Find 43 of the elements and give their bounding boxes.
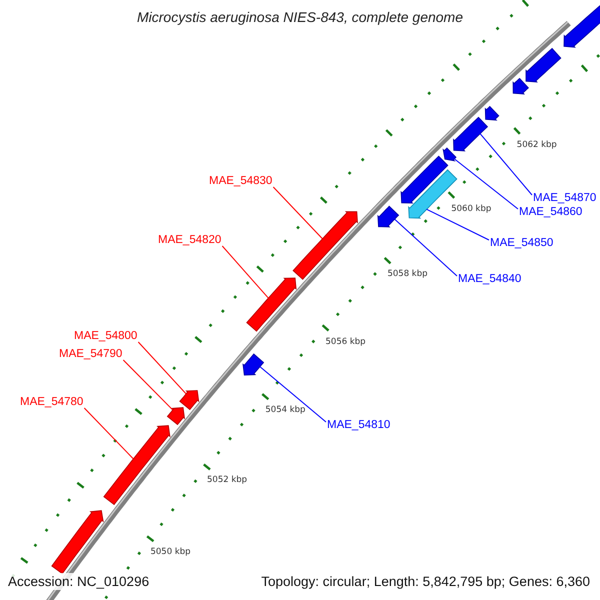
scale-label: 5054 kbp — [265, 405, 306, 416]
gene-feature — [242, 353, 264, 376]
gene-label: MAE_54800 — [74, 330, 138, 343]
gene-feature — [453, 116, 488, 152]
leader-line — [84, 408, 134, 460]
gene-label: MAE_54820 — [158, 234, 222, 247]
leader-line — [260, 366, 326, 422]
gene-label: MAE_54850 — [490, 237, 554, 250]
accession-text: Accession: NC_010296 — [6, 573, 152, 590]
gene-label: MAE_54810 — [327, 419, 390, 432]
leader-line — [122, 360, 174, 410]
scale-label: 5056 kbp — [326, 336, 366, 347]
gene-feature — [292, 211, 358, 280]
gene-feature — [166, 407, 186, 426]
gene-feature — [442, 147, 457, 162]
gene-feature — [179, 390, 200, 410]
scale-label: 5062 kbp — [516, 140, 557, 150]
scale-label: 5058 kbp — [387, 269, 428, 280]
diagram-title: Microcystis aeruginosa NIES-843, complete genome — [136, 9, 464, 25]
gene-label: MAE_54780 — [20, 396, 84, 409]
gene-feature — [377, 206, 400, 228]
gene-feature — [51, 510, 104, 574]
scale-label: 5060 kbp — [451, 204, 492, 214]
gene-label: MAE_54870 — [533, 192, 596, 205]
leader-line — [394, 218, 458, 276]
leader-line — [138, 342, 187, 394]
gene-feature — [103, 425, 170, 506]
gene-label: MAE_54840 — [458, 273, 522, 286]
gene-feature — [526, 48, 562, 82]
gene-label: MAE_54860 — [519, 206, 582, 219]
gene-label: MAE_54830 — [209, 175, 272, 188]
gene-label: MAE_54790 — [59, 348, 122, 361]
gene-feature — [512, 78, 529, 94]
genome-summary: Topology: circular; Length: 5,842,795 bp; Genes: 6,360 — [259, 573, 592, 590]
leader-line — [272, 186, 323, 240]
gene-feature — [484, 106, 500, 121]
scale-label: 5050 kbp — [150, 547, 191, 558]
gene-feature — [400, 156, 448, 204]
leader-line — [454, 158, 518, 210]
leader-line — [222, 246, 269, 299]
leader-line — [480, 133, 532, 196]
scale-label: 5052 kbp — [207, 475, 248, 486]
gene-feature — [246, 278, 297, 332]
